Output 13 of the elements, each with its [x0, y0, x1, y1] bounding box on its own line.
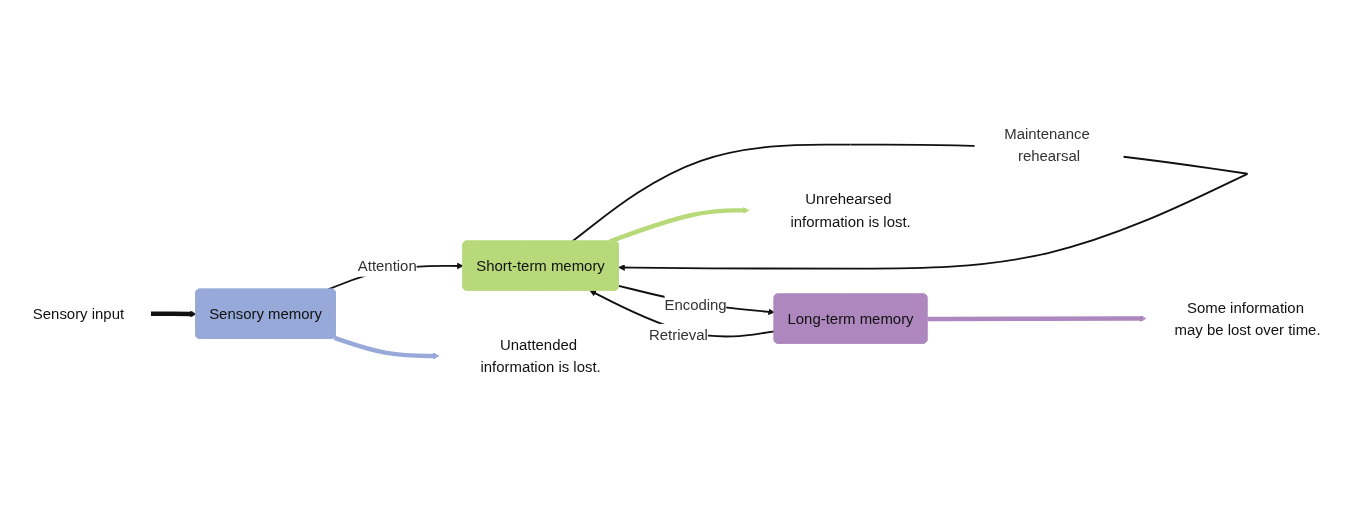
edge-label: Encoding — [664, 296, 727, 314]
node-text: Sensory input — [32, 305, 125, 322]
node-text: Unattended information is lost. — [480, 336, 601, 376]
arrow — [589, 290, 776, 338]
arrow — [150, 310, 197, 318]
edge-label: Maintenance rehearsal — [1004, 125, 1090, 165]
arrow — [333, 335, 440, 360]
node-text: Unrehearsed information is lost. — [790, 190, 911, 230]
arrow — [609, 207, 750, 244]
arrow — [927, 315, 1147, 322]
edge-label: Attention — [357, 257, 417, 274]
edge-label: Retrieval — [648, 326, 708, 344]
node-text: Some information may be lost over time. — [1174, 299, 1321, 338]
